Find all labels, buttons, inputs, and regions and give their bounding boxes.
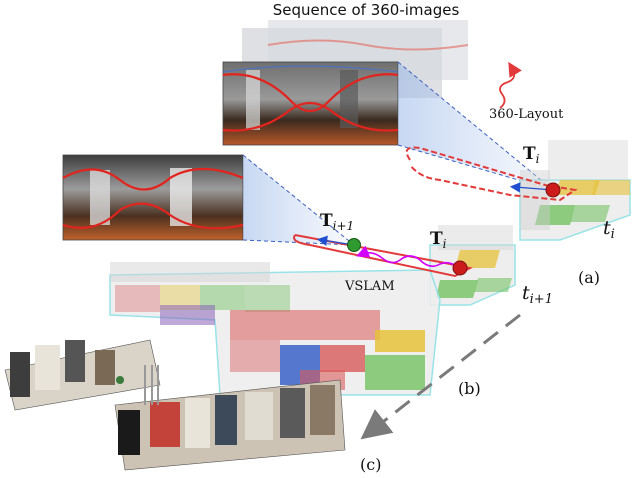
label-panel-b: (b) bbox=[458, 379, 481, 398]
textured-3d-model bbox=[4, 339, 346, 471]
floorplan-layer-ti1 bbox=[429, 225, 516, 306]
label-panel-c: (c) bbox=[360, 455, 381, 474]
trajectory-top bbox=[405, 61, 578, 202]
label-t-i: ti bbox=[603, 217, 615, 242]
label-pose-ti1: Ti+1 bbox=[320, 211, 354, 233]
pipeline-arrow bbox=[360, 313, 521, 440]
camera-pose-top bbox=[545, 182, 561, 198]
panorama-image-top bbox=[222, 61, 399, 146]
floorplan-layer-ti bbox=[519, 140, 631, 241]
label-t-i1: ti+1 bbox=[522, 282, 553, 307]
figure-title: Sequence of 360-images bbox=[273, 1, 460, 19]
trajectory-middle bbox=[293, 234, 473, 278]
label-360-layout: 360-Layout bbox=[489, 107, 564, 122]
camera-pose-next bbox=[347, 238, 361, 252]
panorama-image-left bbox=[62, 154, 244, 241]
label-pose-ti-top: Ti bbox=[523, 144, 540, 166]
camera-pose-current bbox=[452, 260, 468, 276]
label-pose-ti: Ti bbox=[430, 229, 447, 251]
label-panel-a: (a) bbox=[578, 268, 600, 287]
floorplan-merged bbox=[109, 262, 441, 396]
label-vslam: VSLAM bbox=[344, 279, 395, 294]
